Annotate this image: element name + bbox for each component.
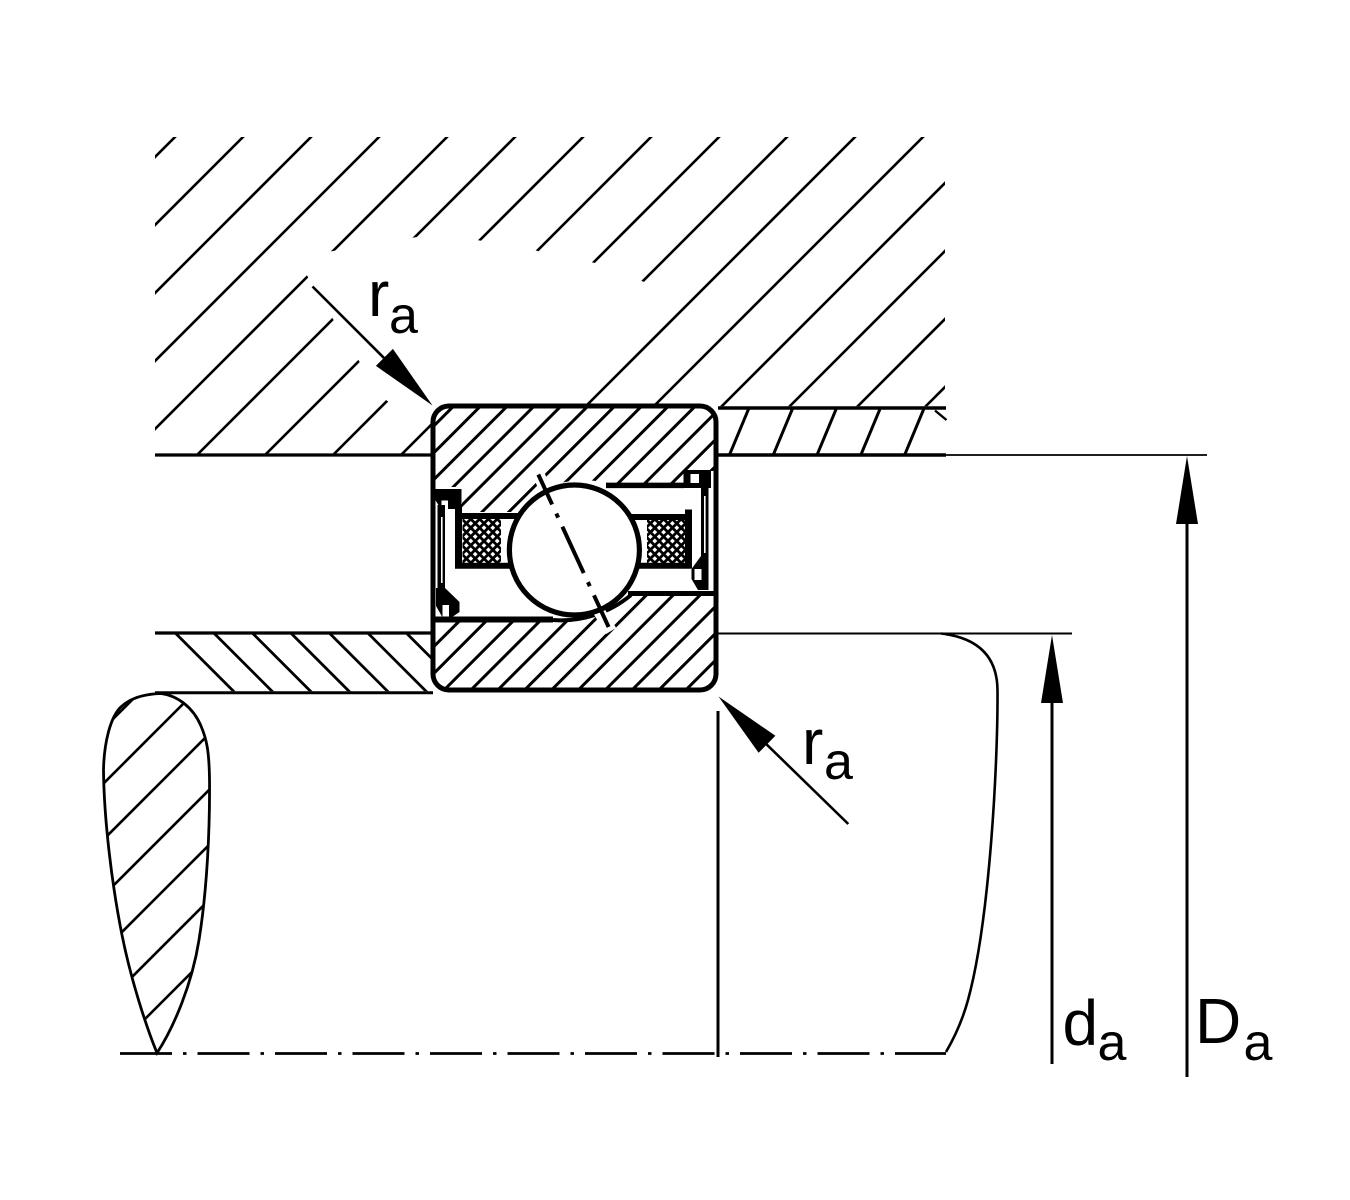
svg-text:a: a	[824, 733, 853, 791]
svg-text:r: r	[368, 258, 389, 330]
svg-text:r: r	[802, 706, 823, 778]
svg-text:a: a	[1244, 1014, 1273, 1072]
svg-text:a: a	[1098, 1014, 1127, 1072]
svg-text:d: d	[1063, 987, 1099, 1059]
svg-text:a: a	[389, 287, 418, 345]
svg-text:D: D	[1195, 985, 1241, 1057]
